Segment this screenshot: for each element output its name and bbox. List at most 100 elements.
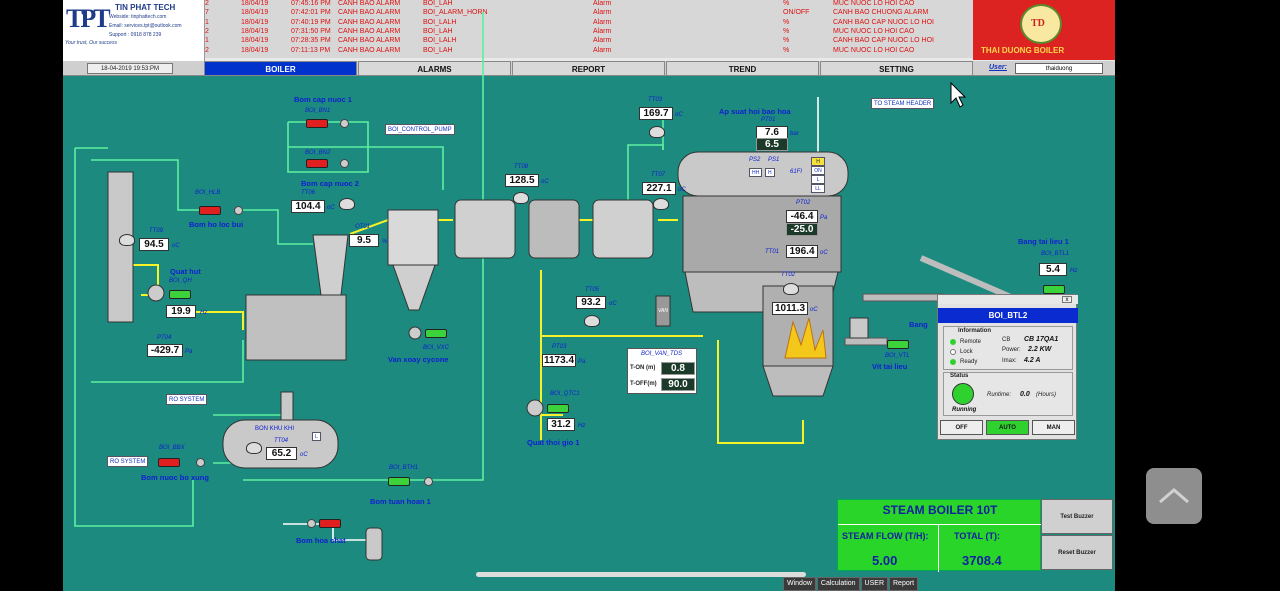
chemical-tank xyxy=(365,527,383,561)
label-bom-ho-loc-bui: Bom ho loc bui xyxy=(189,220,244,229)
tab-alarms[interactable]: ALARMS xyxy=(358,61,511,76)
mode-off-button[interactable]: OFF xyxy=(940,420,983,435)
device-popup[interactable]: x BOI_BTL2 Information Remote Lock Ready… xyxy=(937,294,1078,440)
mode-man-button[interactable]: MAN xyxy=(1032,420,1075,435)
tag-boi-qh: BOI_QH xyxy=(169,278,192,284)
taskbar-window[interactable]: Window xyxy=(783,577,816,591)
pump-hoa-chat-icon[interactable] xyxy=(319,519,341,528)
setpoint-pt01[interactable]: 6.5 xyxy=(756,138,788,151)
ro-system-button-2[interactable]: RO SYSTEM xyxy=(107,456,149,467)
tag-boi-bn2: BOI_BN2 xyxy=(305,150,331,156)
tab-setting[interactable]: SETTING xyxy=(820,61,973,76)
transmitter-tt06-icon xyxy=(339,198,355,210)
pump-bn2-icon[interactable] xyxy=(306,159,328,168)
ro-system-button-1[interactable]: RO SYSTEM xyxy=(166,394,208,405)
alarm-cell-date: 18/04/19 xyxy=(241,18,269,26)
alarm-cell-tag: BOI_LALH xyxy=(423,37,457,45)
dust-tank xyxy=(245,294,347,361)
alarm-cell-time: 07:42:01 PM xyxy=(291,9,331,17)
steam-total-label: TOTAL (T): xyxy=(954,531,1000,541)
scroll-up-button[interactable] xyxy=(1146,468,1202,524)
economizer-1 xyxy=(454,199,516,259)
control-pump-button[interactable]: BOI_CONTROL_PUMP xyxy=(385,124,455,135)
cyclone xyxy=(312,234,349,296)
unit-qh: Hz xyxy=(200,310,208,316)
tab-boiler[interactable]: BOILER xyxy=(204,61,357,76)
mode-auto-button[interactable]: AUTO xyxy=(986,420,1029,435)
test-buzzer-button[interactable]: Test Buzzer xyxy=(1041,499,1113,534)
fan-qh-icon[interactable] xyxy=(169,290,191,299)
alarm-cell-msg: MUC NUOC LO HOI CAO xyxy=(833,0,915,7)
value-t-off[interactable]: 90.0 xyxy=(661,378,695,391)
value-tt07: 227.1 xyxy=(642,182,676,195)
setpoint-pt02[interactable]: -25.0 xyxy=(786,223,818,236)
label-runtime: Runtime: xyxy=(987,392,1012,398)
alarm-cell-n: 1 xyxy=(205,37,209,45)
alarm-cell-n: 2 xyxy=(205,27,209,35)
horizontal-scrollbar[interactable] xyxy=(476,572,806,577)
tag-boi-vxc: BOI_VXC xyxy=(423,345,450,351)
tag-boi-bn1: BOI_BN1 xyxy=(305,108,331,114)
van-box xyxy=(655,295,671,327)
tag-tt08: TT08 xyxy=(514,164,529,170)
pump-bth1-icon[interactable] xyxy=(388,477,410,486)
alarm-cell-unit: % xyxy=(783,37,790,45)
value-pt02: -46.4 xyxy=(786,210,818,223)
tag-tt05: TT05 xyxy=(585,287,600,293)
transmitter-tt04-icon xyxy=(246,442,262,454)
feeder-vtl-icon[interactable] xyxy=(887,340,909,349)
label-van-xoay: Van xoay cycone xyxy=(388,355,449,364)
company-logo: TPT TIN PHAT TECH Webside: tinphattech.c… xyxy=(63,0,205,62)
valve-vxc-icon[interactable] xyxy=(425,329,447,338)
alarm-cell-n: 2 xyxy=(205,46,209,54)
brand-logo: TD THAI DUONG BOILER xyxy=(973,0,1115,60)
unit-tt06: oC xyxy=(327,205,335,211)
tag-tt04: TT04 xyxy=(274,438,289,444)
value-tt08: 128.5 xyxy=(505,174,539,187)
unit-tt05: oC xyxy=(609,301,617,307)
reset-buzzer-button[interactable]: Reset Buzzer xyxy=(1041,535,1113,570)
nav-bar: 18-04-2019 19:53:PM BOILER ALARMS REPORT… xyxy=(63,61,1115,76)
blower-fan-icon xyxy=(526,399,544,417)
alarm-cell-date: 18/04/19 xyxy=(241,37,269,45)
tab-report[interactable]: REPORT xyxy=(512,61,665,76)
popup-close-button[interactable]: x xyxy=(1062,296,1072,303)
economizer-2 xyxy=(528,199,580,259)
logo-email: Email: services.tpt@outlook.com xyxy=(109,23,182,29)
value-pt03: 1173.4 xyxy=(542,354,576,367)
unit-qtc1: Hz xyxy=(578,423,586,429)
tag-ps1: PS1 xyxy=(768,157,780,163)
fan-qtc1-icon[interactable] xyxy=(547,404,569,413)
pump-bbx-icon[interactable] xyxy=(158,458,180,467)
taskbar-report[interactable]: Report xyxy=(889,577,919,591)
logo-mark: TPT xyxy=(66,4,111,33)
transmitter-tt03-icon xyxy=(649,126,665,138)
label-vit-tai: Vit tai lieu xyxy=(872,362,908,371)
tag-hh: HH xyxy=(749,168,763,177)
flame-icon xyxy=(784,317,827,359)
runtime-unit: (Hours) xyxy=(1036,392,1057,398)
alarm-cell-type: CANH BAO ALARM xyxy=(338,9,401,17)
steam-title: STEAM BOILER 10T xyxy=(882,503,998,517)
tab-trend[interactable]: TREND xyxy=(666,61,819,76)
bag-filter xyxy=(387,209,439,266)
conveyor-btl1-icon[interactable] xyxy=(1043,285,1065,294)
alarm-cell-time: 07:28:35 PM xyxy=(291,37,331,45)
taskbar-calculation[interactable]: Calculation xyxy=(816,577,860,591)
pump-hlb-icon[interactable] xyxy=(199,206,221,215)
label-power: Power: xyxy=(1002,347,1021,353)
popup-titlebar[interactable] xyxy=(938,295,1078,304)
value-t-on[interactable]: 0.8 xyxy=(661,362,695,375)
steam-summary-panel: STEAM BOILER 10T STEAM FLOW (T/H): TOTAL… xyxy=(837,499,1042,572)
pump-bn1-icon[interactable] xyxy=(306,119,328,128)
label-t-on: T-ON (m) xyxy=(630,365,656,371)
user-field[interactable]: thaiduong xyxy=(1015,63,1103,74)
taskbar-user[interactable]: USER xyxy=(860,577,888,591)
